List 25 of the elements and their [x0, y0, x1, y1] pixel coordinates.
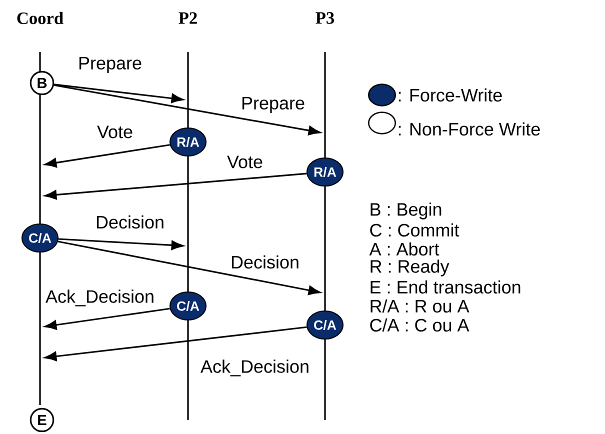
abbreviation-note: A : Abort	[369, 242, 440, 256]
lifeline-heading: P2	[178, 12, 197, 24]
arrow	[54, 84, 320, 136]
abbreviation-note: C : Commit	[370, 223, 460, 237]
arrow	[58, 238, 184, 250]
arrow	[58, 240, 320, 296]
arrow	[44, 326, 307, 362]
arrow	[54, 84, 184, 104]
lifeline-heading: P3	[316, 12, 334, 24]
edge-label: Decision	[96, 215, 164, 229]
edge-label: Decision	[232, 255, 298, 269]
abbreviation-note: C/A : C ou A	[370, 318, 470, 332]
abbreviation-note: R/A : R ou A	[370, 299, 470, 313]
edge-label: Vote	[97, 126, 132, 138]
edge-label: Ack_Decision	[46, 290, 154, 306]
edge-label: Prepare	[79, 56, 142, 74]
arrow	[44, 144, 170, 168]
edge-label: Vote	[227, 156, 262, 168]
arrow	[44, 172, 307, 200]
abbreviation-note: R : Ready	[370, 260, 450, 276]
edge-label: Ack_Decision	[200, 360, 308, 376]
arrow	[44, 308, 170, 330]
legend-label: : Force-Write	[398, 88, 502, 102]
edge-label: Prepare	[242, 96, 304, 114]
legend-label: : Non-Force Write	[398, 122, 540, 136]
